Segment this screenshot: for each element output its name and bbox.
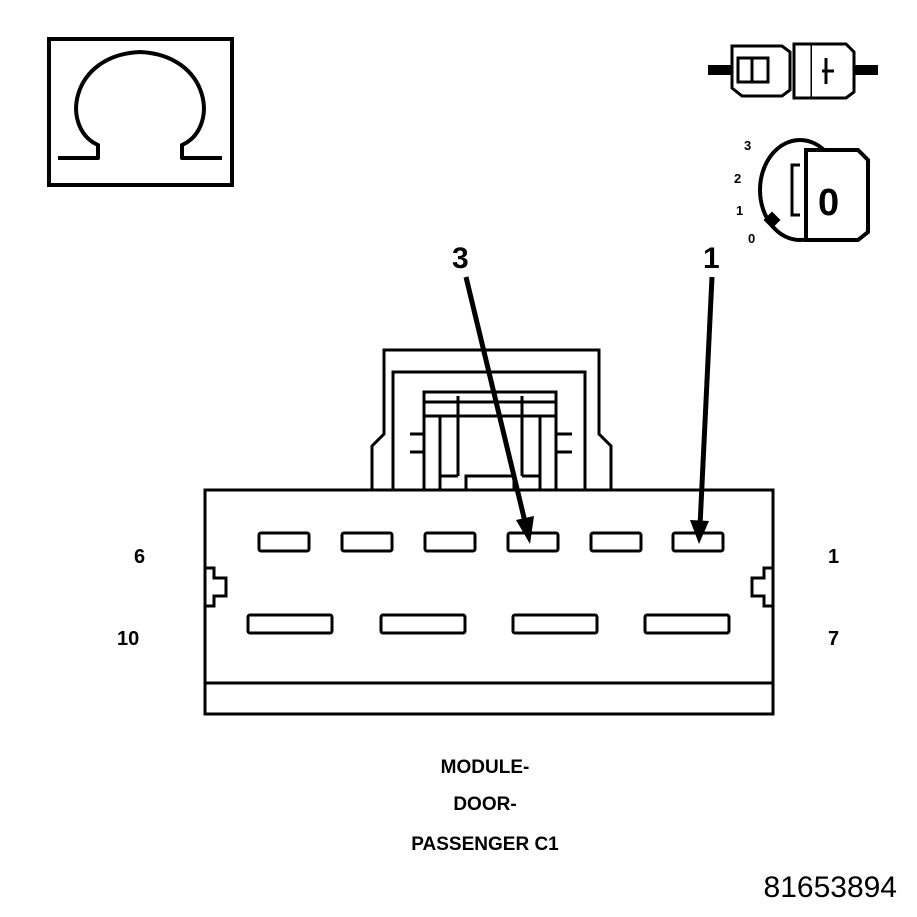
pin-label-10: 10	[117, 628, 139, 650]
cavity-3	[506, 531, 560, 553]
pin-label-6: 6	[134, 546, 145, 568]
pin-label-7: 7	[828, 628, 839, 650]
cavity-10	[246, 613, 334, 635]
connector-name-line-3: PASSENGER C1	[411, 834, 559, 855]
cavity-8	[511, 613, 599, 635]
callout-arrow-1: 1	[690, 242, 720, 544]
ignition-key-label: 0	[818, 182, 839, 224]
callout-arrow-3: 3	[452, 242, 534, 544]
ignition-position-2: 2	[734, 171, 741, 186]
ignition-position-1: 1	[736, 203, 743, 218]
figure-id: 81653894	[764, 871, 897, 904]
cavity-5	[340, 531, 394, 553]
connector-latch	[370, 348, 613, 492]
connector-disconnect-icon	[708, 42, 878, 100]
cavity-2	[589, 531, 643, 553]
connector-name: MODULE- DOOR- PASSENGER C1	[411, 757, 559, 855]
connector-name-line-1: MODULE-	[441, 757, 530, 778]
ignition-position-3: 3	[744, 138, 751, 153]
pin-label-1: 1	[828, 546, 839, 568]
connector-body	[203, 488, 775, 716]
ignition-key-icon: 3 2 1 0 0	[734, 138, 870, 246]
callout-label-3: 3	[452, 242, 469, 275]
cavity-4	[423, 531, 477, 553]
cavity-6	[257, 531, 311, 553]
bottom-row-cavities	[246, 613, 731, 635]
ignition-position-0: 0	[748, 231, 755, 246]
cavity-9	[379, 613, 467, 635]
connector-name-line-2: DOOR-	[453, 794, 516, 815]
cavity-7	[643, 613, 731, 635]
ohm-icon	[47, 37, 234, 187]
callout-label-1: 1	[703, 242, 720, 275]
